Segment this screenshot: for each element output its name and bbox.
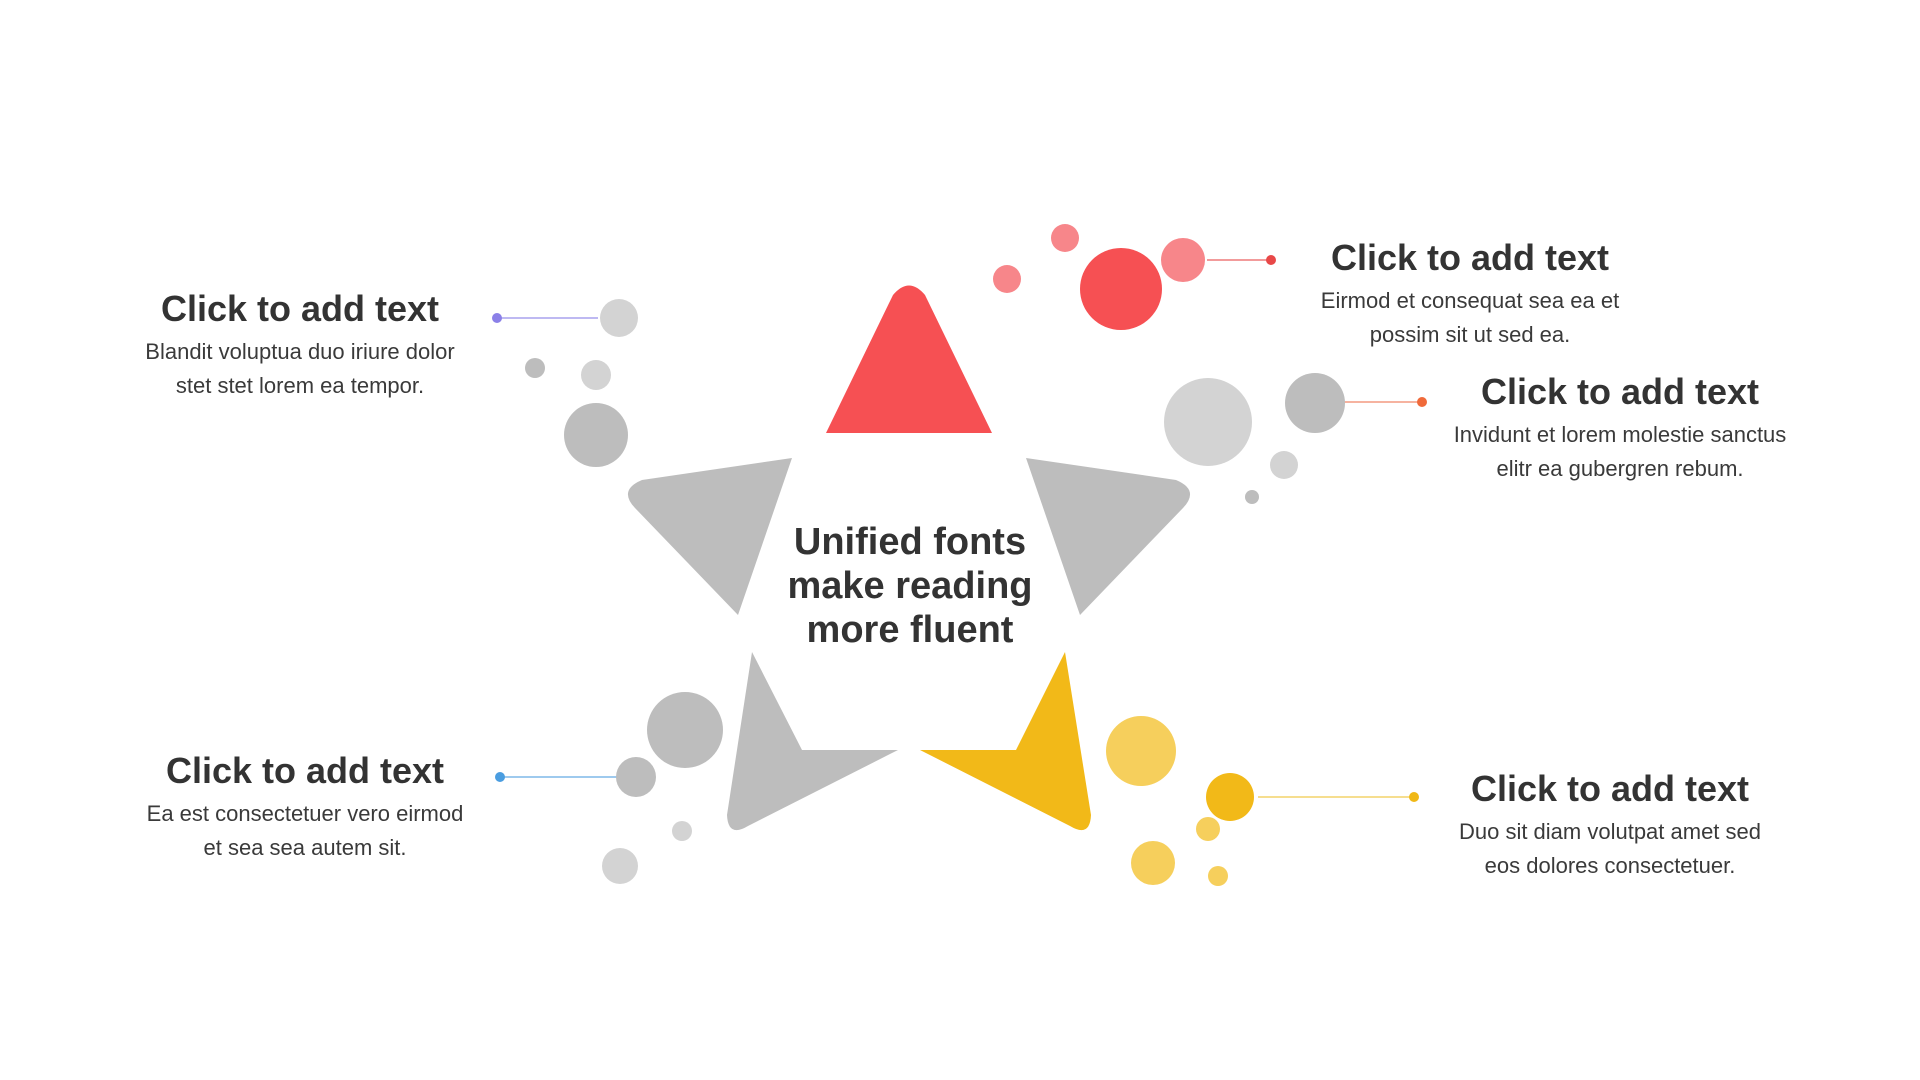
- bubble: [1131, 841, 1175, 885]
- bubble: [672, 821, 692, 841]
- callout-body-line: Eirmod et consequat sea ea et: [1320, 288, 1620, 313]
- callout-body[interactable]: Eirmod et consequat sea ea et possim sit…: [1270, 284, 1670, 352]
- bubble: [1196, 817, 1220, 841]
- callout-body-line: Duo sit diam volutpat amet sed: [1458, 819, 1762, 844]
- star-point-left[interactable]: [627, 458, 792, 615]
- bubble: [1051, 224, 1079, 252]
- center-title-line: make reading: [787, 565, 1033, 607]
- connector-dot-left-bottom: [495, 772, 505, 782]
- center-title-line: Unified fonts: [793, 521, 1027, 563]
- star-point-bottom-left[interactable]: [727, 652, 898, 831]
- callout-body[interactable]: Duo sit diam volutpat amet sed eos dolor…: [1410, 815, 1810, 883]
- callout-right-middle[interactable]: Click to add text Invidunt et lorem mole…: [1420, 370, 1820, 486]
- callout-body-line: eos dolores consectetuer.: [1484, 853, 1736, 878]
- bubble: [602, 848, 638, 884]
- callout-title[interactable]: Click to add text: [1330, 237, 1610, 278]
- bubble: [1245, 490, 1259, 504]
- callout-title[interactable]: Click to add text: [1470, 768, 1750, 809]
- star-point-top[interactable]: [826, 285, 992, 434]
- callout-body-line: Ea est consectetuer vero eirmod: [146, 801, 464, 826]
- callout-body-line: possim sit ut sed ea.: [1369, 322, 1571, 347]
- callout-body-line: stet stet lorem ea tempor.: [175, 373, 425, 398]
- bubble: [1161, 238, 1205, 282]
- callout-body-line: et sea sea autem sit.: [203, 835, 407, 860]
- star-point-bottom-right[interactable]: [920, 652, 1091, 831]
- callout-body[interactable]: Invidunt et lorem molestie sanctus elitr…: [1420, 418, 1820, 486]
- center-title[interactable]: Unified fonts make reading more fluent: [760, 520, 1060, 652]
- callout-body-line: Blandit voluptua duo iriure dolor: [145, 339, 455, 364]
- bubble: [581, 360, 611, 390]
- bubble: [1106, 716, 1176, 786]
- center-title-line: more fluent: [806, 609, 1014, 651]
- star-point-right[interactable]: [1026, 458, 1191, 615]
- callout-body[interactable]: Blandit voluptua duo iriure dolor stet s…: [100, 335, 500, 403]
- callout-left-bottom[interactable]: Click to add text Ea est consectetuer ve…: [105, 749, 505, 865]
- bubble: [1285, 373, 1345, 433]
- bubble: [564, 403, 628, 467]
- connector-dot-right-top: [1266, 255, 1276, 265]
- callout-left-top[interactable]: Click to add text Blandit voluptua duo i…: [100, 287, 500, 403]
- callout-title[interactable]: Click to add text: [165, 750, 445, 791]
- callout-title[interactable]: Click to add text: [160, 288, 440, 329]
- callout-body-line: elitr ea gubergren rebum.: [1496, 456, 1744, 481]
- bubble: [616, 757, 656, 797]
- bubble: [647, 692, 723, 768]
- connector-dot-left-top: [492, 313, 502, 323]
- connector-dot-right-bottom: [1409, 792, 1419, 802]
- bubble: [993, 265, 1021, 293]
- bubble: [1206, 773, 1254, 821]
- bubble: [1270, 451, 1298, 479]
- callout-body-line: Invidunt et lorem molestie sanctus: [1453, 422, 1787, 447]
- bubble: [1164, 378, 1252, 466]
- bubble: [600, 299, 638, 337]
- callout-body[interactable]: Ea est consectetuer vero eirmod et sea s…: [105, 797, 505, 865]
- bubble: [1208, 866, 1228, 886]
- bubble: [525, 358, 545, 378]
- callout-title[interactable]: Click to add text: [1480, 371, 1760, 412]
- bubble: [1080, 248, 1162, 330]
- callout-right-top[interactable]: Click to add text Eirmod et consequat se…: [1270, 236, 1670, 352]
- callout-right-bottom[interactable]: Click to add text Duo sit diam volutpat …: [1410, 767, 1810, 883]
- connector-dot-right-middle: [1417, 397, 1427, 407]
